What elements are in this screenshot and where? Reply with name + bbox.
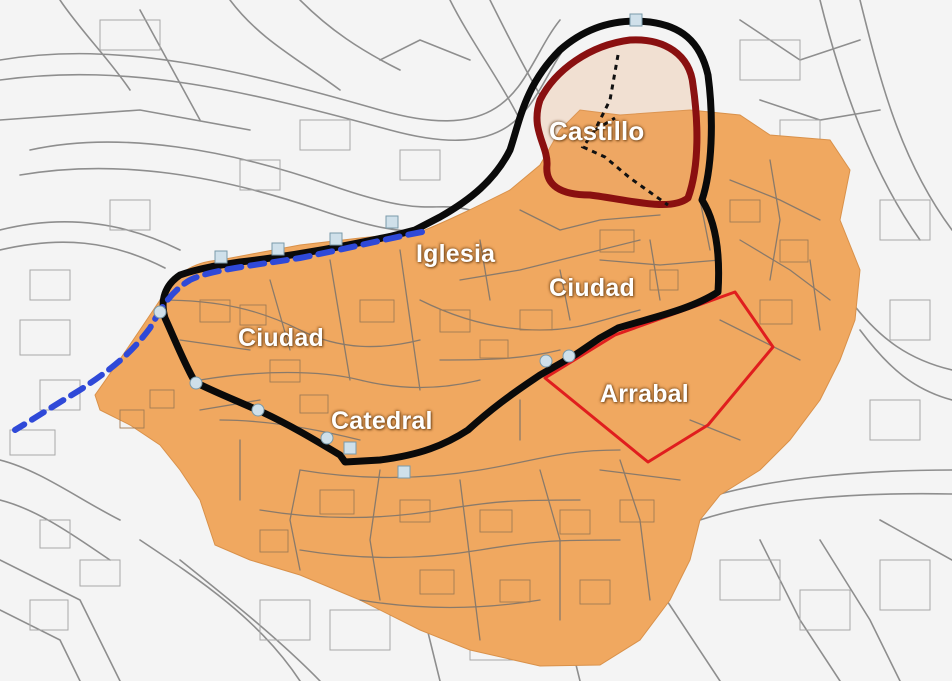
tower-marker bbox=[385, 215, 399, 229]
label-arrabal: Arrabal bbox=[600, 380, 689, 408]
gate-marker bbox=[320, 431, 334, 445]
tower-marker bbox=[629, 13, 643, 27]
blue-wall-line bbox=[12, 229, 425, 433]
label-ciudad-west: Ciudad bbox=[238, 324, 324, 352]
tower-marker bbox=[329, 232, 343, 246]
castillo-inner-path-branch bbox=[594, 116, 616, 132]
town-streets bbox=[159, 159, 831, 641]
gate-marker bbox=[153, 305, 167, 319]
gate-marker bbox=[539, 354, 553, 368]
castillo-outline bbox=[533, 36, 701, 209]
tower-marker bbox=[214, 250, 228, 264]
town-blocks bbox=[119, 199, 809, 605]
tower-marker bbox=[271, 242, 285, 256]
label-catedral: Catedral bbox=[331, 407, 433, 435]
city-wall bbox=[159, 17, 723, 466]
label-castillo: Castillo bbox=[549, 116, 645, 146]
tower-marker bbox=[397, 465, 411, 479]
tower-marker bbox=[343, 441, 357, 455]
wall-markers bbox=[153, 13, 643, 479]
gate-marker bbox=[562, 349, 576, 363]
gate-marker bbox=[189, 376, 203, 390]
label-iglesia: Iglesia bbox=[416, 240, 496, 268]
arrabal-outline bbox=[543, 290, 775, 464]
gate-marker bbox=[251, 403, 265, 417]
castillo-inner-path bbox=[580, 54, 669, 207]
label-ciudad-east: Ciudad bbox=[549, 274, 635, 302]
